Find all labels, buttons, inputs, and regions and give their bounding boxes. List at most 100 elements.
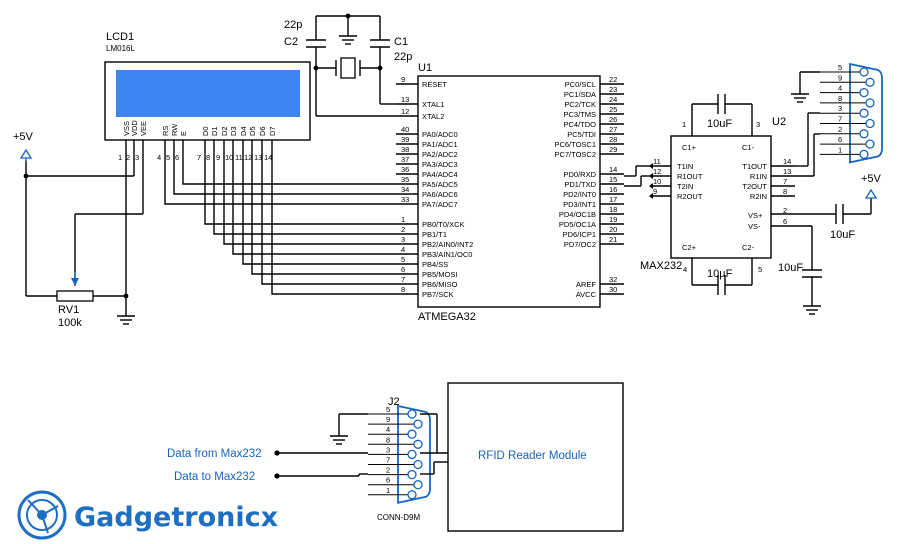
- lcd-pin-name: VDD: [130, 120, 139, 136]
- u2-pin-num: 11: [653, 157, 661, 166]
- lcd-bus-wire: [232, 158, 396, 255]
- u2-pin-name: T1OUT: [742, 162, 767, 171]
- u1-pin-name: PA7/ADC7: [422, 200, 458, 209]
- u1-pin-name: PD3/INT1: [563, 200, 596, 209]
- u2-pin-num: 8: [783, 187, 787, 196]
- lcd-pin-num: 9: [216, 153, 220, 162]
- u1-pin-name: PA4/ADC4: [422, 170, 458, 179]
- lcd-bus-wire: [261, 158, 396, 285]
- lcd-pin-num: 5: [166, 153, 170, 162]
- db9-pin-socket: [859, 67, 869, 77]
- u1-pin-num: 32: [609, 275, 617, 284]
- u2-c2p-num: 4: [683, 265, 687, 274]
- vcc-label-right: +5V: [861, 173, 882, 185]
- u1-pin-name: PC0/SCL: [565, 80, 596, 89]
- u1-pin-name: PB7/SCK: [422, 290, 454, 299]
- lcd-bus-wires: [164, 158, 396, 295]
- u2-c1p-name: C1+: [682, 143, 697, 152]
- db9-pin-socket: [859, 87, 869, 98]
- lcd-pin-num: 1: [118, 153, 122, 162]
- u1-pin-num: 29: [609, 145, 617, 154]
- u1-pin-num: 15: [609, 175, 617, 184]
- lcd-pin-name: RS: [161, 126, 170, 136]
- lcd-power-wires: [25, 158, 144, 325]
- u2-pin-name: R2OUT: [677, 192, 703, 201]
- u1-pin-name: PC2/TCK: [564, 100, 596, 109]
- db9-pin-socket: [407, 429, 417, 439]
- lcd-pin-name: D5: [248, 126, 257, 136]
- db9-pin-num: 6: [838, 135, 842, 144]
- db9-pin-socket: [407, 409, 417, 419]
- u1-pin-name: PC3/TMS: [563, 110, 596, 119]
- max232-chip: U2 MAX232 C1+ C1- C2+ C2- 1 3 4 5 VS+ VS…: [640, 116, 787, 274]
- u1-pin-num: 2: [401, 225, 405, 234]
- u2-pin-num: 13: [783, 167, 791, 176]
- u1-pin-name: PD4/OC1B: [559, 210, 596, 219]
- lcd-bus-wire: [173, 158, 396, 195]
- vcc-symbol-right: +5V: [861, 173, 882, 199]
- lcd-bus-wire: [164, 158, 396, 205]
- u1-pin-num: 30: [609, 285, 617, 294]
- u1-pin-num: 7: [401, 275, 405, 284]
- u2-pin-name: R2IN: [750, 192, 767, 201]
- crystal-circuit: 22p C2 C1 22p: [284, 15, 412, 117]
- j2-wires: J2 CONN-D9M: [277, 396, 448, 522]
- db9-pin-num: 3: [838, 104, 842, 113]
- lcd-pin-name: E: [179, 131, 188, 136]
- lcd-bus-wire: [251, 158, 396, 275]
- u2-pin-name: R1IN: [750, 172, 767, 181]
- u1-pin-num: 20: [609, 225, 617, 234]
- u1-pin-name: AREF: [576, 280, 596, 289]
- u1-pin-num: 26: [609, 115, 617, 124]
- logo-text: Gadgetronicx: [74, 502, 278, 533]
- u1-pin-num: 38: [401, 145, 409, 154]
- db9-pin-num: 3: [386, 445, 390, 454]
- lcd-bus-wire: [242, 158, 396, 265]
- u1-pin-num: 8: [401, 285, 405, 294]
- u2-pin-num: 12: [653, 167, 661, 176]
- cap-bot-label: 10µF: [707, 268, 733, 280]
- u1-pin-num: 22: [609, 75, 617, 84]
- u1-pin-num: 27: [609, 125, 617, 134]
- db9-pin-socket: [407, 469, 417, 480]
- u1-pin-name: PB1/T1: [422, 230, 447, 239]
- lcd-pin-num: 10: [225, 153, 233, 162]
- db9-pin-num: 1: [838, 145, 842, 154]
- u1-pin-num: 25: [609, 105, 617, 114]
- u2-pin-num: 14: [783, 157, 791, 166]
- lcd-pin-name: D6: [258, 126, 267, 136]
- lcd-pin-num: 14: [264, 153, 272, 162]
- db9-pin-num: 2: [386, 466, 390, 475]
- u1-pin-name: PA1/ADC1: [422, 140, 458, 149]
- u1-pin-num: 4: [401, 245, 405, 254]
- lcd-bus-wire: [204, 158, 396, 225]
- cap-top-label: 10uF: [707, 118, 732, 130]
- u2-pin-name: T1IN: [677, 162, 693, 171]
- u2-ref: U2: [772, 116, 786, 128]
- u1-pin-name: AVCC: [576, 290, 597, 299]
- lcd-pin-num: 7: [197, 153, 201, 162]
- u2-part: MAX232: [640, 260, 682, 272]
- u1-pin-num: 33: [401, 195, 409, 204]
- u1-pin-name: PC7/TOSC2: [554, 150, 596, 159]
- db9-pin-num: 8: [386, 435, 390, 444]
- db9-pin-num: 4: [838, 84, 842, 93]
- lcd-bus-wire: [271, 158, 396, 295]
- u1-pin-num: 14: [609, 165, 617, 174]
- u1-pin-num: 34: [401, 185, 409, 194]
- db9-pin-socket: [865, 139, 875, 149]
- u1-pin-name: PD1/TXD: [564, 180, 596, 189]
- u2-pin-name: T2OUT: [742, 182, 767, 191]
- cap-vsp-label: 10uF: [830, 229, 855, 241]
- lcd-pin-name: VEE: [139, 121, 148, 136]
- u2-pins: 11T1IN12R1OUT10T2IN9R2OUT14T1OUT13R1IN7T…: [649, 157, 795, 201]
- u1-pins: 9RESET13XTAL112XTAL240PA0/ADC039PA1/ADC1…: [396, 75, 624, 299]
- u1-pin-name: PC4/TDO: [563, 120, 596, 129]
- u2-vsp-num: 2: [783, 206, 787, 215]
- u1-pin-name: PB5/MOSI: [422, 270, 457, 279]
- rv1-value: 100k: [58, 317, 82, 329]
- db9-pin-socket: [407, 490, 417, 500]
- u1-pin-num: 35: [401, 175, 409, 184]
- u2-vsp-name: VS+: [748, 211, 763, 220]
